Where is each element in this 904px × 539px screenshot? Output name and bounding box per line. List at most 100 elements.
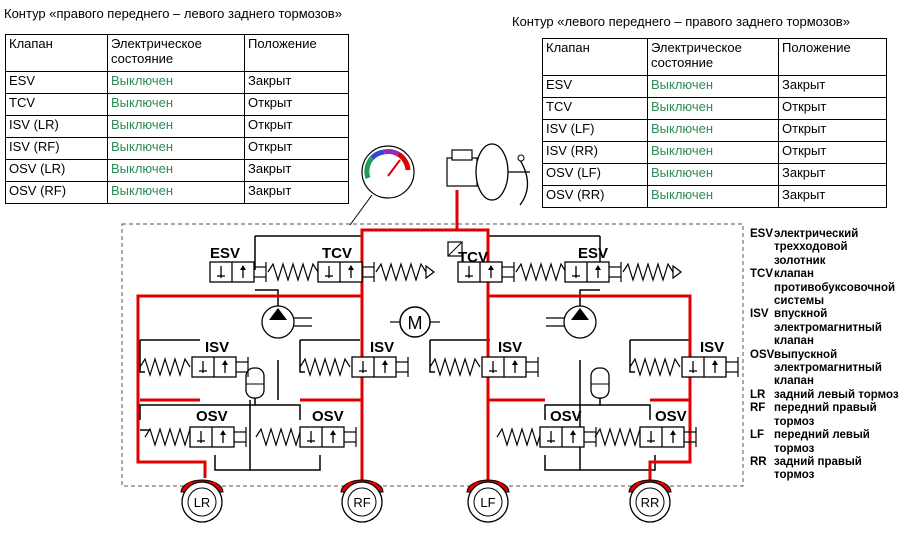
osv-label: OSV xyxy=(655,408,687,425)
tcv-label: TCV xyxy=(458,249,488,266)
pump-icon xyxy=(261,305,313,339)
wheel-lr: LR xyxy=(180,479,224,523)
position-cell: Открыт xyxy=(778,97,887,120)
position-cell: Открыт xyxy=(778,141,887,164)
esv-label: ESV xyxy=(210,245,240,262)
isv-valve-lr: ISV xyxy=(139,339,249,378)
motor-icon: M xyxy=(390,306,440,338)
isv-valve-lf: ISV xyxy=(429,339,539,378)
column-header: Положение xyxy=(244,34,349,72)
wheel-rf: RF xyxy=(340,479,384,523)
legend-desc: передний левый тормоз xyxy=(774,429,870,455)
valve-cell: ISV (LR) xyxy=(5,115,108,138)
position-cell: Закрыт xyxy=(244,181,349,204)
isv-label: ISV xyxy=(370,339,394,356)
legend-abbr: OSV xyxy=(750,348,775,361)
legend-abbr: TCV xyxy=(750,268,773,281)
esv-valve-right: ESV xyxy=(564,245,682,283)
motor-label: M xyxy=(408,313,423,333)
valve-cell: OSV (RF) xyxy=(5,181,108,204)
legend-abbr: RR xyxy=(750,455,767,468)
legend-desc: задний левый тормоз xyxy=(774,388,899,401)
legend-abbr: RF xyxy=(750,402,766,415)
position-cell: Закрыт xyxy=(244,71,349,94)
legend-item: LF передний левый тормоз xyxy=(750,429,900,456)
wheel-lf: LF xyxy=(466,479,510,523)
state-cell: Выключен xyxy=(107,137,245,160)
column-header: Положение xyxy=(778,38,887,76)
isv-label: ISV xyxy=(498,339,522,356)
left-circuit-title: Контур «правого переднего – левого задне… xyxy=(4,6,342,21)
osv-valve-rr: OSV xyxy=(594,408,697,448)
valve-cell: ESV xyxy=(542,75,648,98)
osv-label: OSV xyxy=(196,408,228,425)
state-cell: Выключен xyxy=(647,119,779,142)
wheel-rr: RR xyxy=(628,479,672,523)
isv-valve-rf: ISV xyxy=(299,339,409,378)
right-circuit-title: Контур «левого переднего – правого задне… xyxy=(512,14,850,29)
state-cell: Выключен xyxy=(647,163,779,186)
accumulator-icon xyxy=(245,367,265,399)
legend-abbr: LR xyxy=(750,388,766,401)
position-cell: Закрыт xyxy=(778,185,887,208)
osv-valve-lf: OSV xyxy=(496,408,597,448)
legend-desc: задний правый тормоз xyxy=(774,455,862,482)
wheel-label: LF xyxy=(480,495,495,510)
osv-valve-lr: OSV xyxy=(144,408,247,448)
master-cylinder xyxy=(446,143,530,257)
wheel-label: RR xyxy=(641,495,660,510)
valve-cell: OSV (RR) xyxy=(542,185,648,208)
position-cell: Открыт xyxy=(244,93,349,116)
isv-valve-rr: ISV xyxy=(629,339,739,378)
isv-label: ISV xyxy=(205,339,229,356)
legend-abbr: LF xyxy=(750,429,765,442)
legend-desc: клапан противобуксовочной системы xyxy=(774,268,896,308)
state-cell: Выключен xyxy=(107,93,245,116)
tcv-label: TCV xyxy=(322,245,352,262)
legend-abbr: ESV xyxy=(750,228,774,240)
column-header: Клапан xyxy=(5,34,108,72)
legend-desc: передний правый тормоз xyxy=(774,402,877,428)
table-header-row: Клапан Электрическое состояние Положение xyxy=(5,34,349,72)
legend-abbr: ISV xyxy=(750,308,769,321)
column-header: Электрическое состояние xyxy=(107,34,245,72)
legend-desc: выпускной электромагнитный клапан xyxy=(774,348,882,388)
left-circuit-table: Клапан Электрическое состояние Положение… xyxy=(5,34,349,204)
legend-desc: впускной электромагнитный клапан xyxy=(774,308,882,348)
legend-item: LR задний левый тормоз xyxy=(750,389,900,402)
isv-label: ISV xyxy=(700,339,724,356)
column-header: Клапан xyxy=(542,38,648,76)
valve-cell: ISV (RF) xyxy=(5,137,108,160)
legend-desc: электрический трехходовой золотник xyxy=(774,228,859,267)
state-cell: Выключен xyxy=(647,185,779,208)
legend-item: RF передний правый тормоз xyxy=(750,402,900,429)
state-cell: Выключен xyxy=(107,181,245,204)
pressure-gauge-icon xyxy=(349,145,415,226)
table-header-row: Клапан Электрическое состояние Положение xyxy=(542,38,887,76)
pump-icon xyxy=(545,305,597,339)
wheel-label: LR xyxy=(194,495,211,510)
osv-valve-rf: OSV xyxy=(255,408,357,448)
right-circuit-table: Клапан Электрическое состояние Положение… xyxy=(542,38,887,208)
tcv-valve-right: TCV xyxy=(457,249,575,283)
wheel-label: RF xyxy=(353,495,370,510)
state-cell: Выключен xyxy=(107,71,245,94)
esv-label: ESV xyxy=(578,245,608,262)
legend-item: ISV впускной электромагнитный клапан xyxy=(750,308,900,348)
position-cell: Закрыт xyxy=(778,75,887,98)
esv-valve-left: ESV xyxy=(209,245,327,283)
osv-label: OSV xyxy=(550,408,582,425)
accumulator-icon xyxy=(590,367,610,399)
